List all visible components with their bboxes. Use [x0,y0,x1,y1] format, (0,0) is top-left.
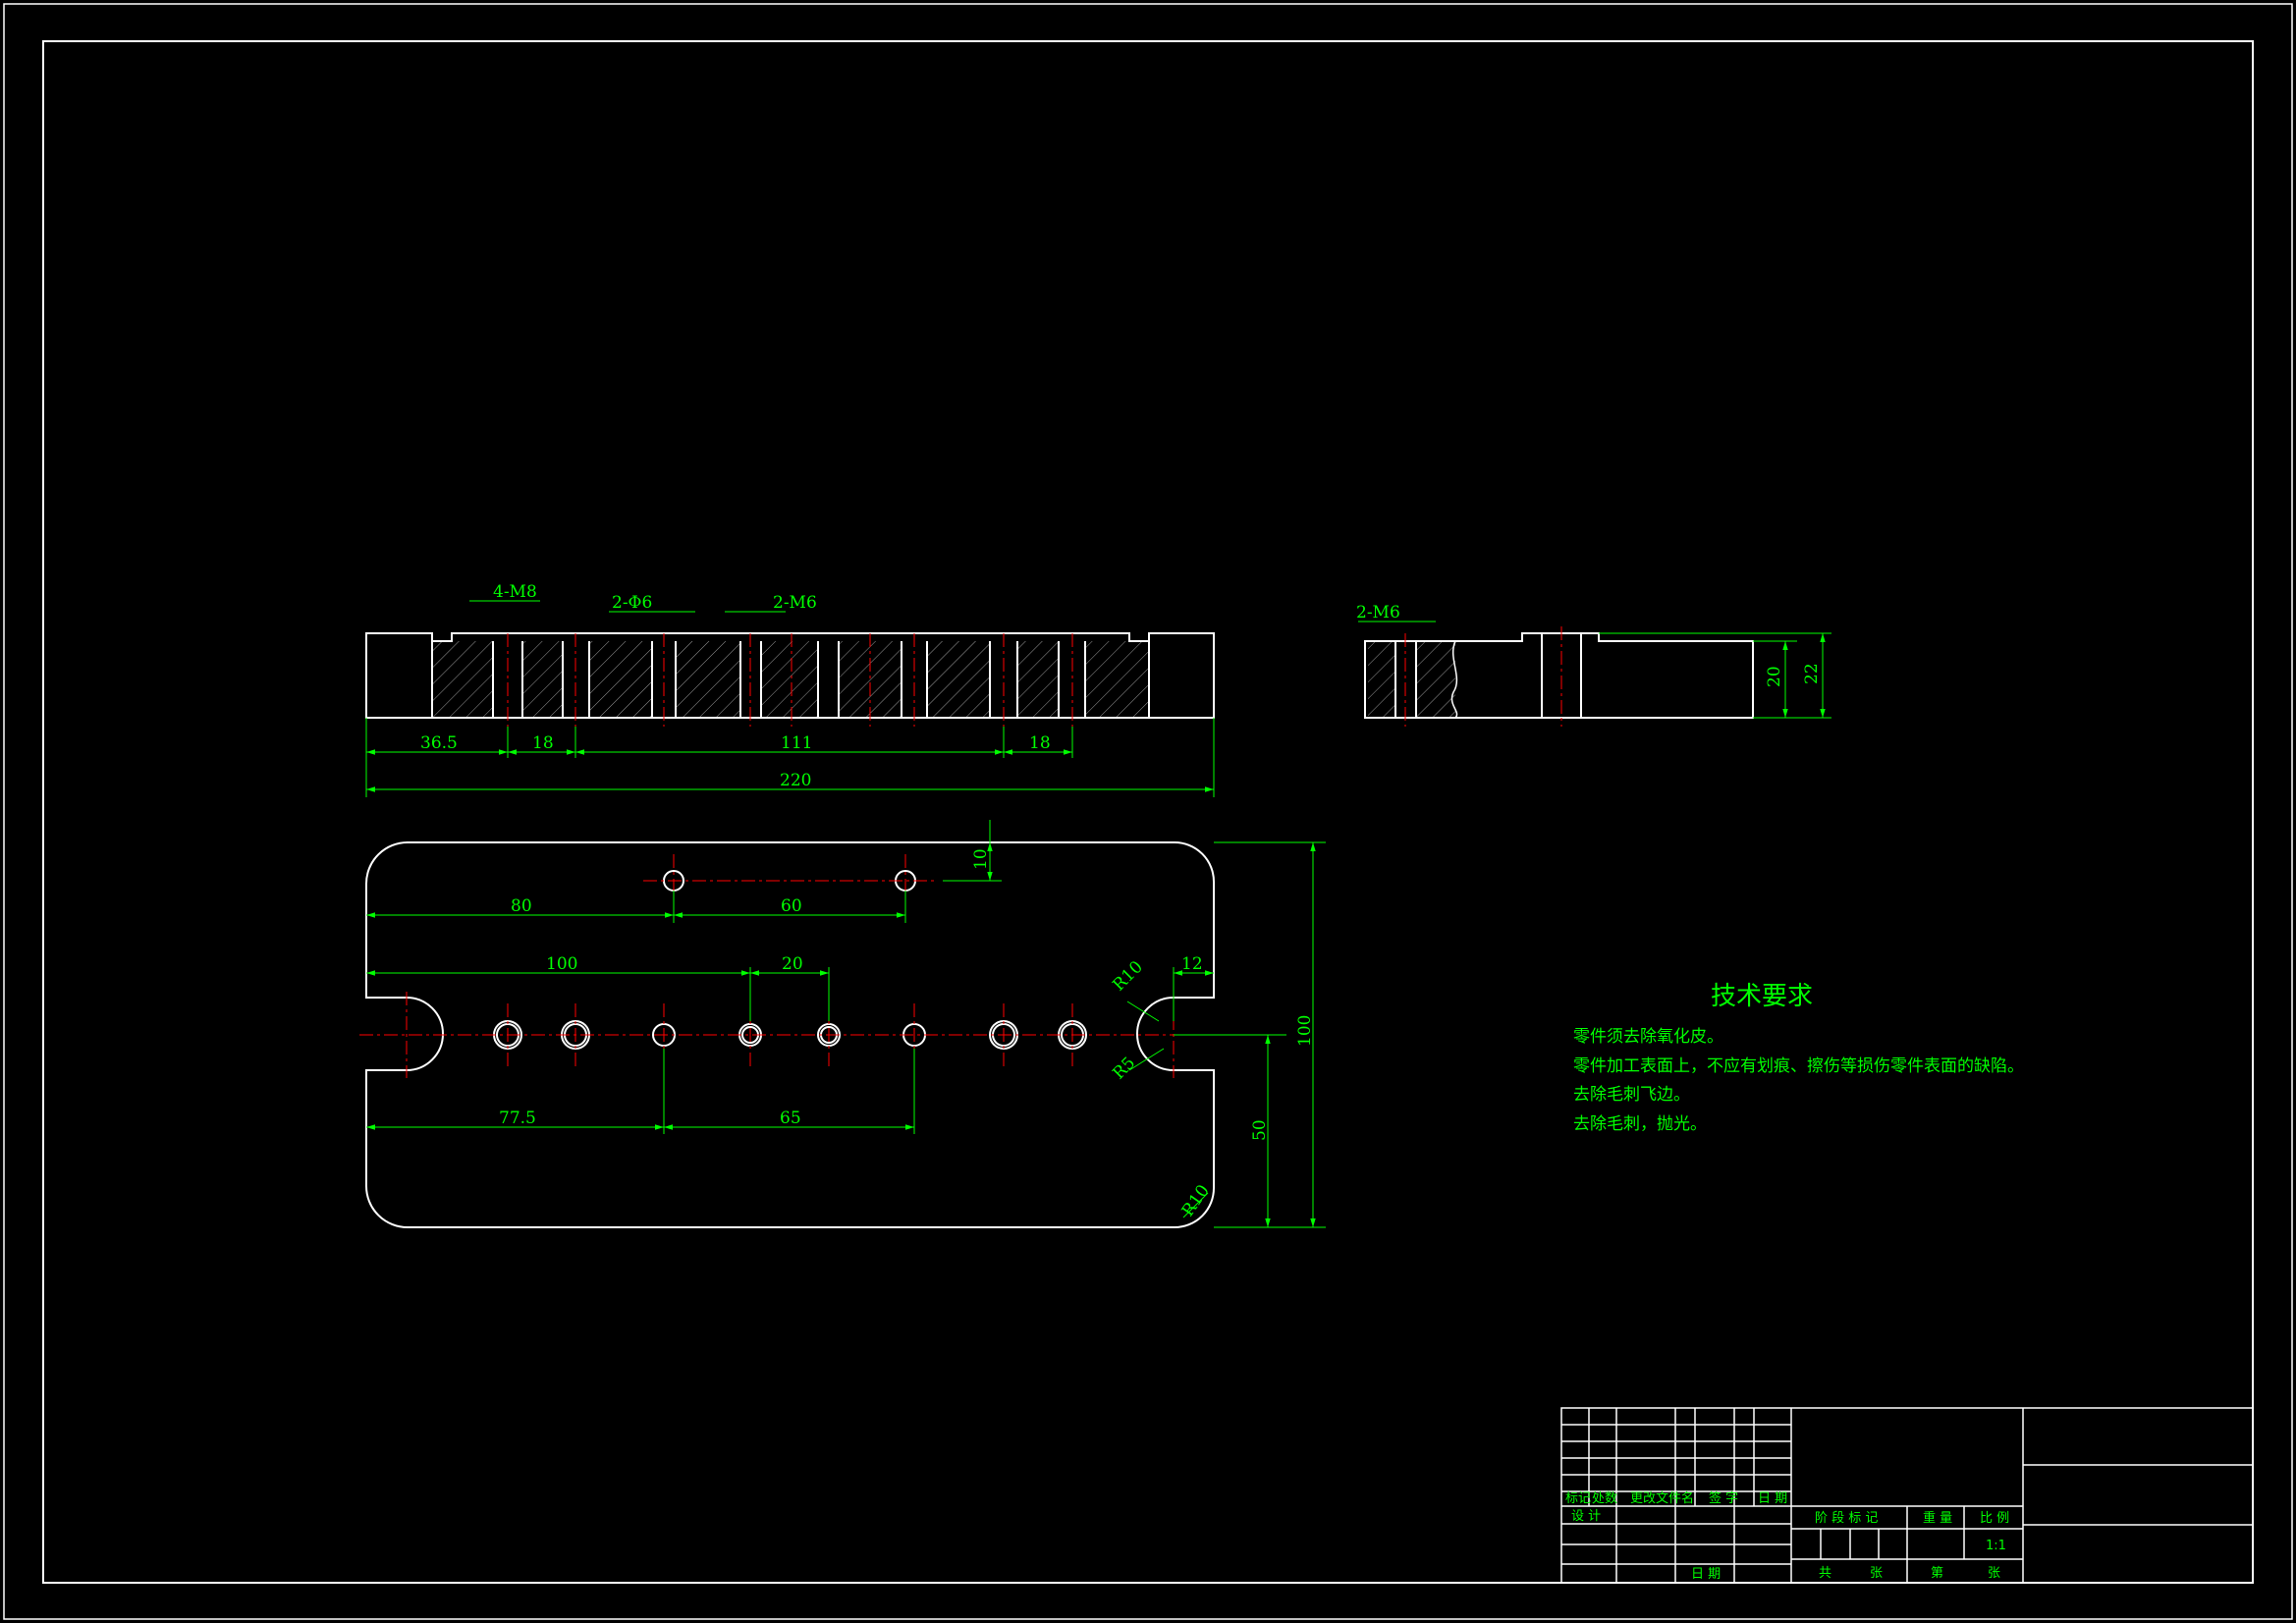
tb-header-mark: 标记 [1565,1491,1591,1506]
sheet-outer-border [3,3,2293,1620]
side-view-outline [1364,632,1754,719]
tb-design-label: 设 计 [1571,1509,1601,1524]
front-view-dimensions [365,718,1215,797]
dim-22: 22 [1802,663,1822,684]
dim-18-right: 18 [1029,733,1051,753]
dim-10: 10 [971,848,991,870]
tb-weight-label: 重 量 [1923,1510,1952,1526]
note-line-3: 去除毛刺飞边。 [1573,1085,1690,1105]
front-section-view [365,600,1436,727]
title-block-labels: 标记 处数 更改文件名 签 字 日 期 设 计 日 期 阶 段 标 记 重 量 … [1565,1490,2009,1582]
dim-220: 220 [780,771,811,790]
top-view-outline [365,841,1215,1228]
callout-4-m8: 4-M8 [493,582,537,602]
dim-77-5: 77.5 [499,1109,536,1128]
tb-total-label: 共 [1819,1566,1831,1581]
tb-sheet-unit: 张 [1988,1566,2000,1581]
tb-scale-value: 1:1 [1986,1539,2006,1553]
front-view-dim-labels: 36.5 18 111 18 220 [420,733,1051,790]
dim-12: 12 [1181,954,1203,974]
tb-scale-label: 比 例 [1980,1511,2009,1526]
dim-20-top: 20 [782,954,803,974]
tb-sheet-label: 第 [1931,1566,1943,1581]
callout-2-dia6: 2-Φ6 [612,593,652,613]
note-line-1: 零件须去除氧化皮。 [1573,1027,1723,1047]
title-block [1560,1407,2254,1584]
note-line-4: 去除毛刺，抛光。 [1573,1114,1707,1134]
tb-header-sign: 签 字 [1709,1490,1738,1506]
drawing-frame [42,40,2254,1584]
dim-60: 60 [781,896,802,916]
tb-header-file: 更改文件名 [1630,1490,1694,1506]
radius-r5-slot: R5 [1109,1054,1139,1084]
top-view [359,820,1326,1228]
tb-date-label: 日 期 [1691,1567,1721,1582]
dim-100-vertical: 100 [1295,1015,1315,1047]
side-view-labels: 2-M6 20 22 [1356,603,1822,687]
dim-50: 50 [1250,1119,1270,1141]
radius-r10-corner: R10 [1178,1181,1214,1220]
notes-title: 技术要求 [1711,982,1813,1011]
dim-80: 80 [511,896,532,916]
tb-sheets-label: 张 [1870,1566,1883,1581]
dim-65: 65 [780,1109,801,1128]
technical-requirements: 技术要求 零件须去除氧化皮。 零件加工表面上，不应有划痕、擦伤等损伤零件表面的缺… [1573,982,2024,1134]
front-view-callouts: 4-M8 2-Φ6 2-M6 [493,582,817,613]
dim-20: 20 [1765,666,1784,687]
callout-2-m6: 2-M6 [773,593,817,613]
side-callout-2-m6: 2-M6 [1356,603,1400,622]
radius-r10-slot: R10 [1109,957,1146,995]
dim-111: 111 [781,733,812,753]
dim-18-left: 18 [532,733,554,753]
side-view [1364,626,1831,727]
dim-100-horizontal: 100 [546,954,577,974]
tb-header-date: 日 期 [1758,1491,1787,1506]
tb-header-count: 处数 [1592,1491,1617,1506]
note-line-2: 零件加工表面上，不应有划痕、擦伤等损伤零件表面的缺陷。 [1573,1056,2024,1076]
tb-stage-label: 阶 段 标 记 [1815,1511,1878,1526]
dim-36-5: 36.5 [420,733,458,753]
